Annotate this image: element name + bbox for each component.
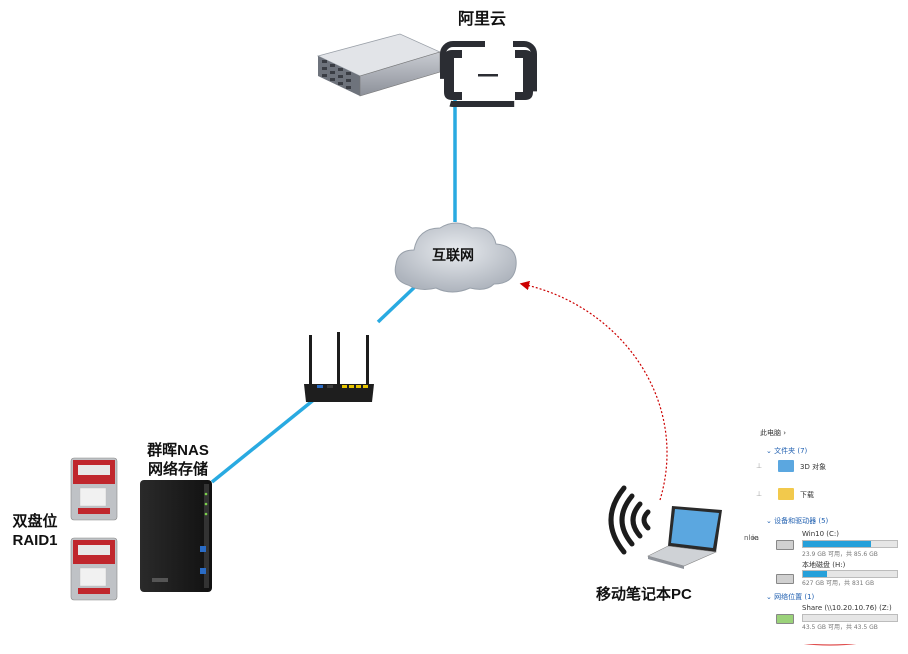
remote-access-arrow [519, 280, 668, 501]
side-fragment-download: nloa [744, 534, 759, 542]
3d-objects-folder-icon [778, 460, 794, 472]
link-nas-to-router [210, 396, 318, 484]
drive-h-usage-bar [802, 570, 898, 578]
breadcrumb[interactable]: 此电脑 › [760, 428, 786, 438]
breadcrumb-label: 此电脑 [760, 429, 781, 437]
link-router-to-internet [376, 280, 422, 324]
hard-drive-top-icon [70, 457, 118, 521]
network-drive-icon [776, 614, 794, 624]
nas-device-icon [140, 480, 212, 592]
folder-item-downloads[interactable]: 下载 [800, 491, 814, 499]
chevron-down-icon: ⌄ [766, 517, 772, 525]
aliyun-logo-icon [440, 41, 537, 107]
folder-item-3d[interactable]: 3D 对象 [800, 463, 827, 471]
internet-cloud-icon [394, 222, 517, 293]
side-fragment: ie [752, 534, 759, 542]
nas-label-line1: 群晖NAS [147, 442, 209, 459]
downloads-folder-icon [778, 488, 794, 500]
network-section-header[interactable]: ⌄ 网络位置 (1) [766, 592, 814, 602]
nas-label-line2: 网络存储 [147, 461, 208, 478]
devices-section-header[interactable]: ⌄ 设备和驱动器 (5) [766, 516, 828, 526]
hard-disk-icon [776, 574, 794, 584]
network-drive-detail: 43.5 GB 可用，共 43.5 GB [802, 624, 878, 631]
raid-label: 双盘位 RAID1 [6, 512, 64, 550]
devices-header-label: 设备和驱动器 (5) [774, 517, 829, 525]
network-header-label: 网络位置 (1) [774, 593, 815, 601]
drive-c-detail: 23.9 GB 可用，共 85.6 GB [802, 551, 878, 558]
router-icon [304, 332, 374, 402]
drive-h-detail: 627 GB 可用，共 831 GB [802, 580, 875, 587]
laptop-label: 移动笔记本PC [596, 586, 692, 603]
raid-label-line2: RAID1 [12, 532, 58, 549]
folders-header-label: 文件夹 (7) [774, 447, 808, 455]
folders-section-header[interactable]: ⌄ 文件夹 (7) [766, 446, 807, 456]
raid-label-line1: 双盘位 [12, 513, 58, 530]
drive-c-name[interactable]: Win10 (C:) [802, 530, 839, 538]
pin-icon: ⊥ [756, 490, 763, 498]
server-icon [316, 33, 442, 97]
windows-drive-icon [776, 540, 794, 550]
aliyun-label: 阿里云 [458, 11, 507, 28]
network-drive-name[interactable]: Share (\\10.20.10.76) (Z:) [802, 604, 892, 612]
chevron-right-icon: › [783, 429, 787, 437]
drive-c-usage-bar [802, 540, 898, 548]
hard-drive-bottom-icon [70, 537, 118, 601]
pin-icon: ⊥ [756, 462, 763, 470]
wifi-signal-icon [608, 485, 651, 555]
network-drive-usage-bar [802, 614, 898, 622]
drive-h-name[interactable]: 本地磁盘 (H:) [802, 561, 846, 569]
internet-label: 互联网 [432, 247, 474, 263]
laptop-icon [647, 506, 722, 569]
chevron-down-icon: ⌄ [766, 447, 772, 455]
nas-label: 群晖NAS 网络存储 [140, 441, 216, 479]
file-explorer-panel: 此电脑 › ⌄ 文件夹 (7) ⊥ 3D 对象 ⊥ 下载 ⌄ 设备和驱动器 (5… [752, 424, 908, 644]
chevron-down-icon: ⌄ [766, 593, 772, 601]
